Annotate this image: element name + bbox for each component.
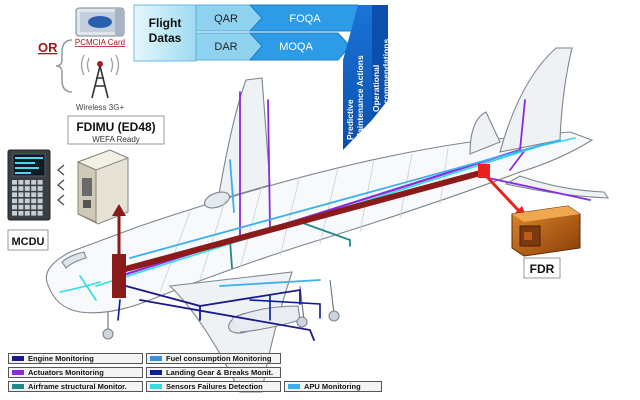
mcdu-key [38, 192, 43, 197]
mcdu-key [25, 186, 30, 191]
mcdu-key [12, 205, 17, 210]
or-label: OR [38, 40, 58, 55]
mcdu-key [38, 205, 43, 210]
fdr-label: FDR [530, 262, 555, 276]
legend-row-3: Airframe structural Monitor. Sensors Fai… [8, 380, 388, 393]
legend-label: Engine Monitoring [28, 354, 94, 363]
legend-row-2: Actuators Monitoring Landing Gear & Brea… [8, 366, 338, 379]
qar-label: QAR [214, 13, 238, 25]
wireless-antenna-icon [82, 55, 119, 98]
mcdu-link-chevrons [58, 165, 64, 205]
legend-item-fuel: Fuel consumption Monitoring [146, 353, 281, 364]
legend-label: Actuators Monitoring [28, 368, 104, 377]
wefa-label: WEFA Ready [92, 135, 140, 144]
or-brace [56, 40, 72, 92]
legend-swatch [150, 384, 162, 389]
mcdu-key [18, 211, 23, 216]
mcdu-key [12, 180, 17, 185]
legend-label: Airframe structural Monitor. [28, 382, 127, 391]
legend-label: Sensors Failures Detection [166, 382, 263, 391]
legend-swatch [12, 370, 24, 375]
mcdu-key [18, 192, 23, 197]
legend-item-engine: Engine Monitoring [8, 353, 143, 364]
mcdu-key [12, 186, 17, 191]
mcdu-key [12, 192, 17, 197]
dar-label: DAR [214, 41, 237, 53]
mcdu-key [25, 211, 30, 216]
foqa-label: FOQA [289, 13, 321, 25]
fdr-bus-node [478, 164, 490, 178]
legend-swatch [288, 384, 300, 389]
mcdu-key [38, 186, 43, 191]
mcdu-key [38, 211, 43, 216]
legend-swatch [12, 356, 24, 361]
mcdu-key [18, 186, 23, 191]
legend-item-actuators: Actuators Monitoring [8, 367, 143, 378]
fdimu-bus-node [112, 254, 126, 298]
mcdu-key [38, 180, 43, 185]
pcmcia-card-label: PCMCIA Card [75, 38, 125, 47]
mcdu-key [25, 205, 30, 210]
flight-label: Flight [149, 16, 182, 30]
data-flow-header: Flight Datas QAR DAR FOQA MOQA Predictiv… [0, 0, 391, 150]
legend-item-apu: APU Monitoring [284, 381, 382, 392]
mcdu-device [8, 150, 50, 220]
mcdu-key [38, 199, 43, 204]
legend-label: Fuel consumption Monitoring [166, 354, 271, 363]
mcdu-key [18, 180, 23, 185]
mcdu-key [31, 186, 36, 191]
mcdu-label: MCDU [12, 236, 45, 248]
legend-swatch [150, 356, 162, 361]
mcdu-key [18, 205, 23, 210]
legend-label: Landing Gear & Breaks Monit. [166, 368, 273, 377]
legend-item-sensors: Sensors Failures Detection [146, 381, 281, 392]
legend-item-airframe: Airframe structural Monitor. [8, 381, 143, 392]
legend-label: APU Monitoring [304, 382, 361, 391]
mcdu-key [25, 199, 30, 204]
mcdu-key [31, 192, 36, 197]
mcdu-key [18, 199, 23, 204]
mcdu-key [25, 180, 30, 185]
mcdu-key [31, 211, 36, 216]
fdimu-label: FDIMU (ED48) [76, 120, 155, 134]
legend-swatch [150, 370, 162, 375]
legend-item-landing-gear: Landing Gear & Breaks Monit. [146, 367, 281, 378]
mcdu-key [25, 192, 30, 197]
pcmcia-card-icon [76, 8, 124, 36]
mcdu-key [12, 211, 17, 216]
mcdu-key [31, 199, 36, 204]
fdr-device [512, 206, 580, 256]
mcdu-key [12, 199, 17, 204]
legend-row-1: Engine Monitoring Fuel consumption Monit… [8, 352, 338, 365]
mcdu-key [31, 180, 36, 185]
moqa-label: MOQA [279, 41, 313, 53]
wireless-label: Wireless 3G+ [76, 103, 125, 112]
legend-swatch [12, 384, 24, 389]
datas-label: Datas [149, 31, 182, 45]
mcdu-key [31, 205, 36, 210]
